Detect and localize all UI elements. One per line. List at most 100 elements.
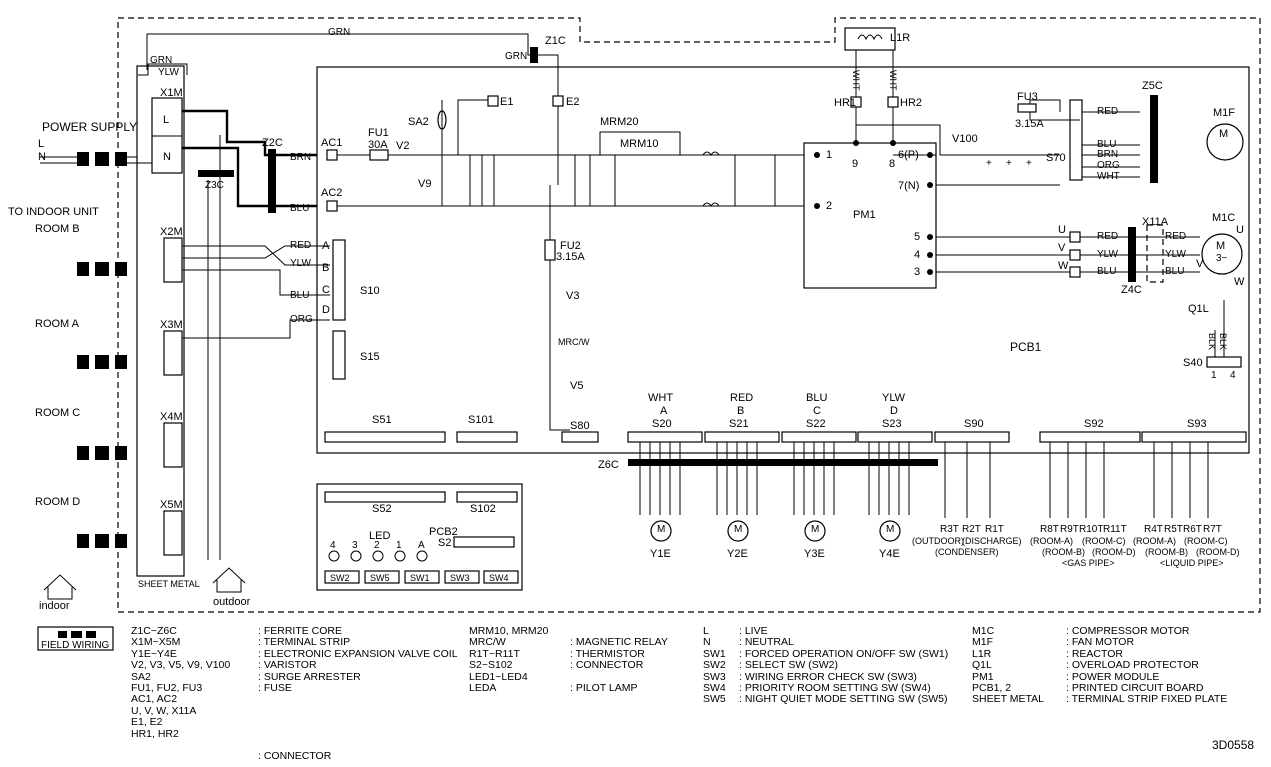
s102-connector <box>456 491 518 503</box>
gas-room-a: (ROOM-A) <box>1030 536 1073 546</box>
hr2-label: HR2 <box>900 97 923 109</box>
u-label: U <box>1058 224 1066 236</box>
s10-c-label: C <box>322 284 330 296</box>
y1e-label: Y1E <box>650 548 671 560</box>
s51-label: S51 <box>372 414 392 426</box>
s90-connector <box>934 431 1010 443</box>
s2-connector <box>453 536 515 548</box>
pm1-pins <box>814 140 933 275</box>
ac1-connector <box>326 149 338 161</box>
liq-room-a: (ROOM-A) <box>1133 536 1176 546</box>
z2c-ferrite-core <box>268 149 276 213</box>
z1c-label: Z1C <box>545 35 566 47</box>
legend-col1-codes: Z1C~Z6C X1M~X5M Y1E~Y4E V2, V3, V5, V9, … <box>131 625 231 740</box>
m1f-label: M1F <box>1213 107 1235 119</box>
pm-pin-3: 3 <box>914 266 921 278</box>
hr1-label: HR1 <box>834 97 857 109</box>
s92-connector <box>1039 431 1141 443</box>
r10t-label: R10T <box>1079 524 1104 535</box>
indoor-house-icon <box>43 574 77 600</box>
s101-label: S101 <box>468 414 494 426</box>
room-a-label: ROOM A <box>35 318 80 330</box>
s23-connector <box>857 431 933 443</box>
pcb1-board <box>316 66 1250 454</box>
pcb1-label: PCB1 <box>1010 340 1042 354</box>
s52-label: S52 <box>372 503 392 515</box>
r2t-label: R2T <box>962 524 981 535</box>
s15-connector <box>332 330 346 380</box>
room-c-label: ROOM C <box>35 407 81 419</box>
s21-connector <box>704 431 780 443</box>
z2c-label: Z2C <box>262 137 283 149</box>
fan-brn-label: BRN <box>1097 149 1119 160</box>
valve-a-letter: A <box>660 405 668 417</box>
room-signal-bus <box>182 135 330 560</box>
neutral-wire <box>182 146 317 208</box>
valve-c-letter: C <box>813 405 821 417</box>
x1m-label: X1M <box>160 87 183 99</box>
m1c-v-label: V <box>1196 258 1204 270</box>
comp-red-label-2: RED <box>1165 231 1187 242</box>
pcb2-label: PCB2 <box>429 526 458 538</box>
fu3-label: FU3 <box>1017 91 1038 103</box>
z5c-label: Z5C <box>1142 80 1163 92</box>
v3-label: V3 <box>566 290 580 302</box>
legend-col4-codes: M1C M1F L1R Q1L PM1 PCB1, 2 SHEET METAL <box>972 625 1044 706</box>
sw2-button: SW2 <box>330 573 350 583</box>
v2-label: V2 <box>396 140 410 152</box>
e2-connector <box>552 95 564 107</box>
x11a-label: X11A <box>1142 216 1169 228</box>
q1l-wires <box>1214 300 1225 357</box>
l1r-coil <box>857 34 883 41</box>
legend-col1-connector: : CONNECTOR <box>258 750 332 762</box>
y3e-label: Y3E <box>804 548 825 560</box>
room-terminal-strips <box>163 237 183 556</box>
pm-pin-6p: 6(P) <box>898 149 919 161</box>
s70-connector <box>1069 99 1083 181</box>
compressor-wires <box>1080 236 1200 273</box>
field-wiring-rooms <box>77 262 127 548</box>
coil-ac2 <box>702 202 720 207</box>
outdoor-therm-label: (OUTDOOR) <box>912 536 964 546</box>
u-terminal <box>1069 231 1081 243</box>
ylw-ground-jumper <box>138 63 188 76</box>
r11t-label: R11T <box>1103 524 1127 535</box>
field-wiring-gap <box>89 152 95 166</box>
outdoor-unit-boundary <box>117 17 1261 613</box>
z1c-grn-label: GRN <box>505 51 528 62</box>
z6c-label: Z6C <box>598 459 619 471</box>
r7t-label: R7T <box>1203 524 1222 535</box>
field-wiring-legend-gap <box>82 631 86 638</box>
v-label: V <box>1058 242 1066 254</box>
s23-label: S23 <box>882 418 902 430</box>
z3c-label: Z3C <box>205 180 224 191</box>
outdoor-house-icon <box>212 567 246 593</box>
l1r-leads <box>855 50 894 102</box>
v-line-e1 <box>457 99 490 155</box>
r6t-label: R6T <box>1183 524 1202 535</box>
z3c-ferrite-core <box>198 170 234 177</box>
legend-col4-desc: : COMPRESSOR MOTOR : FAN MOTOR : REACTOR… <box>1066 625 1228 706</box>
filter-capacitors <box>469 155 776 206</box>
m1c-u-label: U <box>1236 224 1244 236</box>
valve-b-color: RED <box>730 392 754 404</box>
pm1-module <box>803 142 937 289</box>
v5-label: V5 <box>570 380 584 392</box>
ylw-ground-label: YLW <box>158 67 179 78</box>
z6c-ferrite-core <box>628 459 938 466</box>
m1c-w-label: W <box>1234 276 1245 288</box>
field-wiring-legend-symbol <box>58 631 96 638</box>
w-terminal <box>1069 266 1081 278</box>
comp-ylw-label: YLW <box>1097 249 1118 260</box>
y1e-m: M <box>657 524 666 535</box>
power-supply-label: POWER SUPPLY <box>42 120 138 134</box>
legend-col1-desc: : FERRITE CORE : TERMINAL STRIP : ELECTR… <box>258 625 458 695</box>
m1c-3phase-label: 3~ <box>1216 253 1228 264</box>
pm-pin-9: 9 <box>852 158 859 170</box>
field-wiring-gap <box>109 152 115 166</box>
indoor-label: indoor <box>39 600 70 612</box>
field-wiring-legend-gap <box>67 631 71 638</box>
pm1-label: PM1 <box>853 209 876 221</box>
fu2-rating: 3.15A <box>556 251 585 263</box>
